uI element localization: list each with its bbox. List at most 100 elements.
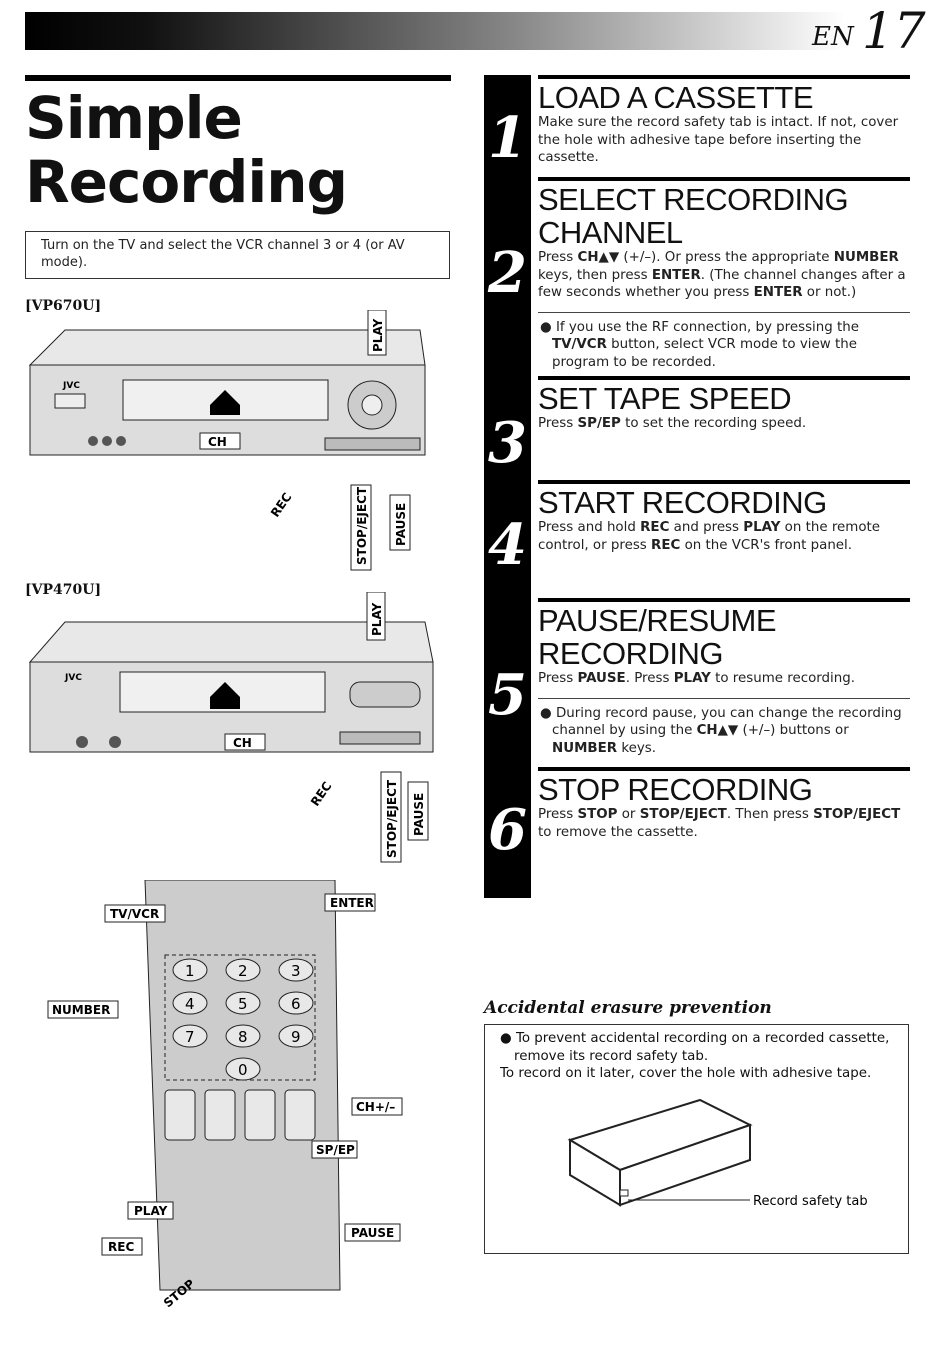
text-segment: . (The channel changes after a few secon… bbox=[538, 267, 906, 301]
text-segment: CH▲▼ bbox=[696, 723, 739, 738]
text-segment: or not.) bbox=[802, 285, 857, 300]
number-key bbox=[278, 1024, 314, 1048]
step-title: SELECT RECORDING CHANNEL bbox=[538, 182, 849, 250]
step-number: 4 bbox=[488, 512, 527, 578]
text-segment: Press bbox=[538, 671, 578, 686]
step-text: Press CH▲▼ (+/–). Or press the appropria… bbox=[538, 249, 910, 302]
text-segment: REC bbox=[651, 537, 681, 553]
step-title: SET TAPE SPEED bbox=[538, 381, 792, 416]
step-note: ● If you use the RF connection, by press… bbox=[538, 311, 910, 372]
text-segment: (+/–). Or press the appropriate bbox=[619, 250, 834, 265]
text-segment: . Then press bbox=[726, 807, 814, 822]
step-number: 3 bbox=[488, 410, 527, 476]
text-segment: button, select VCR mode to view the prog… bbox=[552, 337, 857, 370]
number-key bbox=[225, 991, 261, 1015]
svg-text:CH: CH bbox=[233, 736, 252, 750]
page-number: 17 bbox=[862, 2, 926, 60]
svg-text:STOP/EJECT: STOP/EJECT bbox=[385, 779, 399, 858]
text-segment: PLAY bbox=[673, 671, 711, 686]
number-key-label: 7 bbox=[185, 1028, 195, 1046]
step-title: PAUSE/RESUME RECORDING bbox=[538, 603, 777, 671]
erasure-heading: Accidental erasure prevention bbox=[484, 998, 772, 1018]
svg-text:NUMBER: NUMBER bbox=[52, 1003, 110, 1017]
number-key-label: 8 bbox=[238, 1028, 248, 1046]
number-key bbox=[172, 958, 208, 982]
number-key-label: 6 bbox=[291, 995, 301, 1013]
text-segment: Press bbox=[538, 250, 578, 265]
svg-text:STOP/EJECT: STOP/EJECT bbox=[355, 486, 369, 565]
number-key-label: 5 bbox=[238, 995, 248, 1013]
number-key-label: 9 bbox=[291, 1028, 301, 1046]
model-label-vp670u: [VP670U] bbox=[25, 298, 102, 314]
text-segment: ● During record pause, you can change th… bbox=[540, 705, 902, 739]
text-segment: or bbox=[617, 807, 640, 822]
text-segment: Make sure the record safety tab is intac… bbox=[538, 115, 899, 165]
svg-text:TV/VCR: TV/VCR bbox=[110, 907, 159, 921]
svg-text:JVC: JVC bbox=[62, 381, 80, 391]
text-segment: and press bbox=[669, 520, 744, 535]
text-segment: keys, then press bbox=[538, 267, 652, 283]
step-number: 1 bbox=[488, 105, 527, 171]
text-segment: STOP/EJECT bbox=[639, 807, 727, 822]
text-segment: Press bbox=[538, 416, 578, 431]
header-gradient-bar bbox=[25, 12, 845, 50]
text-segment: NUMBER bbox=[552, 740, 618, 756]
svg-text:SP/EP: SP/EP bbox=[316, 1143, 355, 1157]
step-text: Press SP/EP to set the recording speed. bbox=[538, 415, 910, 433]
text-segment: STOP bbox=[577, 807, 618, 822]
text-segment: ● If you use the RF connection, by press… bbox=[540, 319, 859, 335]
text-segment: on the VCR's front panel. bbox=[680, 537, 853, 553]
text-segment: to resume recording. bbox=[710, 671, 855, 686]
number-key bbox=[278, 958, 314, 982]
erasure-box bbox=[484, 1024, 909, 1254]
number-key bbox=[172, 991, 208, 1015]
text-segment: CH▲▼ bbox=[577, 250, 620, 265]
text-segment: TV/VCR bbox=[552, 337, 607, 352]
step-title: LOAD A CASSETTE bbox=[538, 80, 814, 115]
step-text: Press STOP or STOP/EJECT. Then press STO… bbox=[538, 806, 910, 841]
step-title: STOP RECORDING bbox=[538, 772, 813, 807]
svg-text:REC: REC bbox=[108, 1240, 134, 1254]
number-key bbox=[172, 1024, 208, 1048]
text-segment: on the remote control, or press bbox=[538, 520, 881, 553]
text-segment: REC bbox=[640, 520, 670, 535]
number-key-label: 2 bbox=[238, 962, 248, 980]
svg-text:PAUSE: PAUSE bbox=[351, 1226, 394, 1240]
svg-text:REC: REC bbox=[308, 779, 335, 809]
text-segment: STOP/EJECT bbox=[813, 807, 901, 822]
text-segment: PLAY bbox=[743, 520, 781, 535]
svg-text:REC: REC bbox=[268, 490, 295, 520]
cassette-illustration: Record safety tab bbox=[567, 1098, 868, 1209]
svg-text:CH: CH bbox=[208, 435, 227, 449]
text-segment: PAUSE bbox=[577, 671, 626, 686]
text-segment: to set the recording speed. bbox=[620, 416, 807, 431]
text-segment: ENTER bbox=[651, 267, 701, 283]
text-segment: (+/–) buttons or bbox=[738, 723, 849, 738]
number-key bbox=[225, 1057, 261, 1081]
svg-text:PLAY: PLAY bbox=[134, 1204, 168, 1218]
svg-text:PLAY: PLAY bbox=[371, 318, 385, 352]
text-segment: Press and hold bbox=[538, 520, 641, 535]
erasure-text: ● To prevent accidental recording on a r… bbox=[498, 1030, 898, 1083]
svg-text:PLAY: PLAY bbox=[370, 602, 384, 636]
erasure-line: ● To prevent accidental recording on a r… bbox=[500, 1031, 890, 1064]
number-key-label: 1 bbox=[185, 962, 195, 980]
page-title: Simple Recording bbox=[25, 84, 348, 216]
vcr-vp670u-illustration: JVC PLAY CH REC STOP/EJECT PAUSE bbox=[28, 310, 426, 571]
step-note: ● During record pause, you can change th… bbox=[538, 697, 910, 758]
text-segment: ENTER bbox=[753, 285, 803, 300]
step-text: Press PAUSE. Press PLAY to resume record… bbox=[538, 670, 910, 688]
svg-text:CH+/–: CH+/– bbox=[356, 1100, 395, 1114]
step-text: Press and hold REC and press PLAY on the… bbox=[538, 519, 910, 554]
step-number-bar bbox=[484, 75, 531, 898]
model-label-vp470u: [VP470U] bbox=[25, 582, 102, 598]
step-number: 2 bbox=[488, 240, 527, 306]
title-rule bbox=[25, 75, 451, 81]
text-segment: SP/EP bbox=[577, 416, 621, 431]
